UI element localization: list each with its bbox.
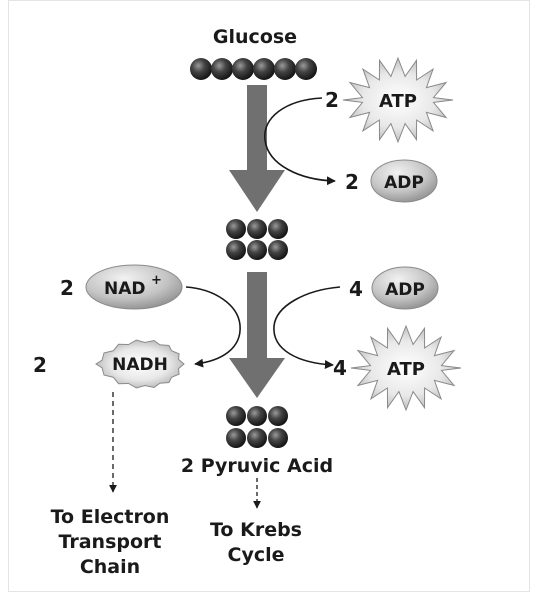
nad-superscript: + (151, 273, 162, 288)
pyruvic-acid-label: 2 Pyruvic Acid (181, 455, 333, 477)
adp-top-oval (370, 159, 438, 203)
nadh-label: NADH (112, 355, 168, 375)
starburst-icon (342, 56, 454, 144)
nadh-count: 2 (33, 353, 47, 377)
nadh-badge (95, 339, 185, 389)
atp-bottom-label: ATP (387, 359, 425, 380)
atp-top-badge (342, 56, 454, 144)
adp-top-count: 2 (345, 170, 359, 194)
glucose-molecule (190, 58, 317, 80)
nad-count: 2 (60, 276, 74, 300)
electron-transport-line-1: To Electron (51, 506, 170, 528)
nad-to-nadh-arrow (185, 286, 241, 368)
adp-bottom-oval (371, 266, 439, 310)
atp-top-count: 2 (325, 88, 339, 112)
atp-top-label: ATP (379, 91, 417, 112)
krebs-line-1: To Krebs (210, 519, 302, 541)
electron-transport-line-3: Chain (80, 556, 140, 578)
adp-bottom-label: ADP (385, 280, 425, 300)
starburst-icon (350, 324, 462, 412)
main-arrow-lower (229, 272, 285, 398)
atp-bottom-badge (350, 324, 462, 412)
main-arrow-upper (229, 85, 285, 212)
glucose-label: Glucose (213, 26, 297, 48)
krebs-line-2: Cycle (228, 544, 285, 566)
adp-bottom-count: 4 (349, 277, 363, 301)
adp-top-label: ADP (384, 173, 424, 193)
nad-label: NAD (104, 279, 146, 299)
intermediate-molecule (226, 219, 288, 260)
electron-transport-line-2: Transport (58, 531, 161, 553)
atp-bottom-count: 4 (333, 356, 347, 380)
starburst-icon (95, 339, 185, 389)
adp-to-atp-arrow (273, 286, 341, 370)
nad-oval (85, 264, 183, 310)
pyruvic-acid-molecule (226, 406, 288, 448)
atp-to-adp-arrow (264, 97, 336, 186)
